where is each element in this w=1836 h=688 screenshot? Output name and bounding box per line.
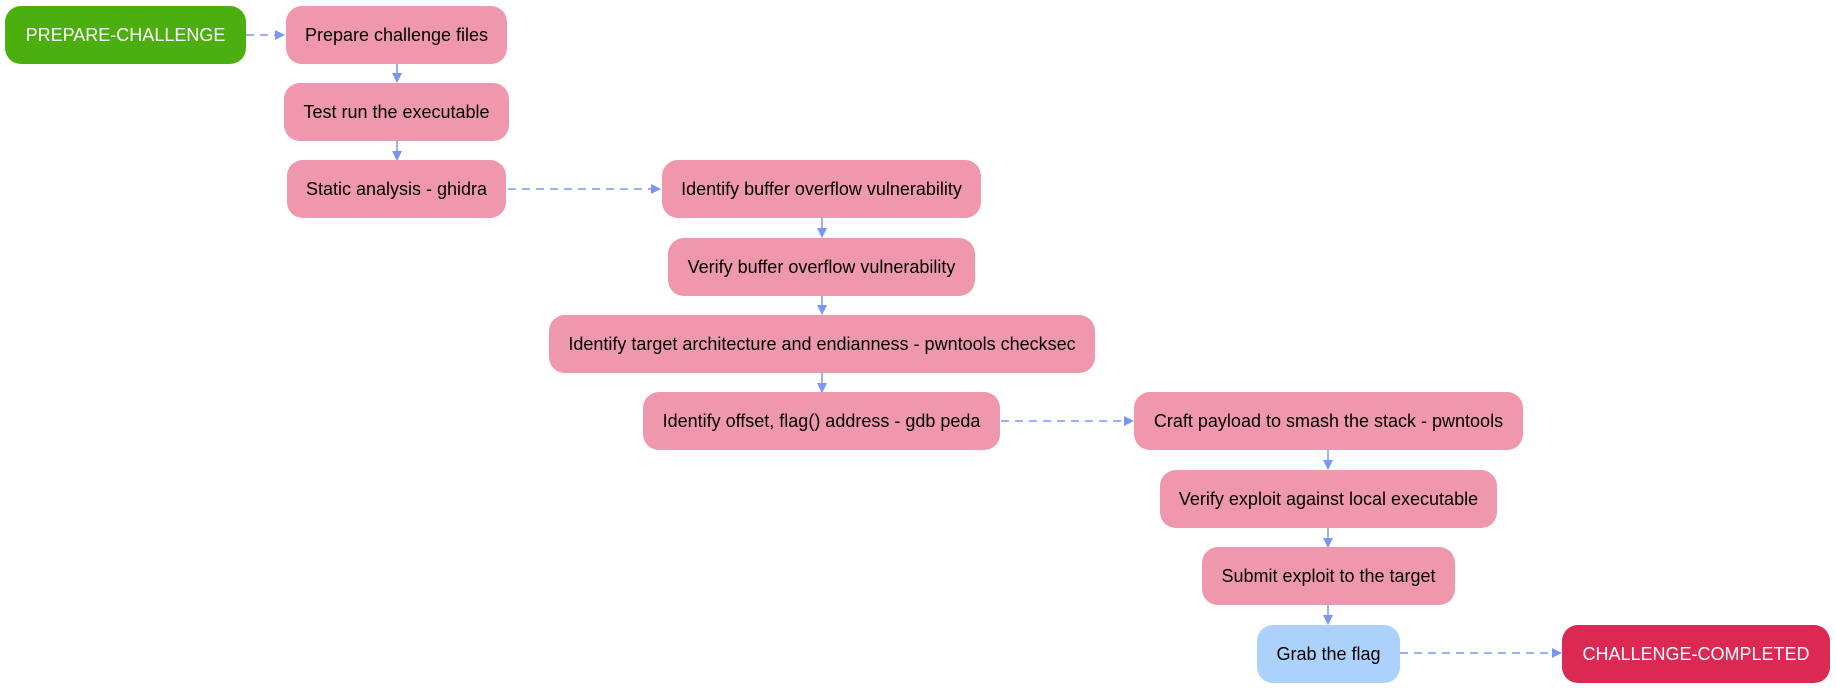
node-verify-exploit: Verify exploit against local executable <box>1160 470 1497 528</box>
node-craft-payload: Craft payload to smash the stack - pwnto… <box>1134 392 1523 450</box>
node-identify-bof: Identify buffer overflow vulnerability <box>662 160 981 218</box>
node-identify-offset: Identify offset, flag() address - gdb pe… <box>643 392 1000 450</box>
node-prepare-files: Prepare challenge files <box>286 6 507 64</box>
node-submit-exploit: Submit exploit to the target <box>1202 547 1455 605</box>
node-grab-flag: Grab the flag <box>1257 625 1400 683</box>
node-verify-bof: Verify buffer overflow vulnerability <box>668 238 975 296</box>
node-prepare-challenge: PREPARE-CHALLENGE <box>5 6 246 64</box>
node-test-run: Test run the executable <box>284 83 509 141</box>
node-challenge-completed: CHALLENGE-COMPLETED <box>1562 625 1830 683</box>
node-static-analysis: Static analysis - ghidra <box>287 160 506 218</box>
node-identify-arch: Identify target architecture and endiann… <box>549 315 1095 373</box>
